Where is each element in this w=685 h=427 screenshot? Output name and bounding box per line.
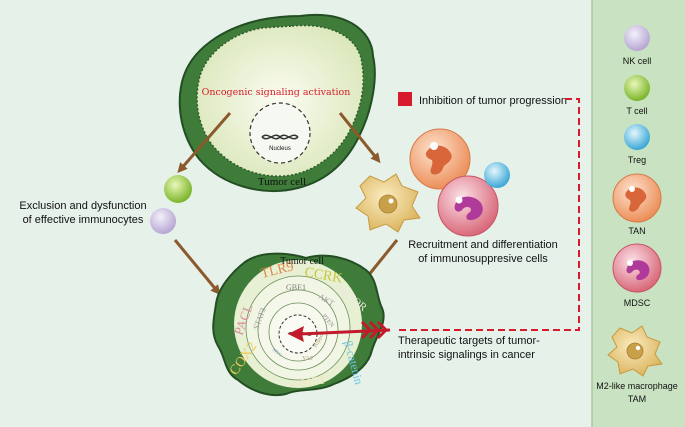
arrow-immunocytes-to-tumor [173, 239, 221, 296]
recruitment-label-line1: Recruitment and differentiation [408, 239, 558, 251]
inhibition-label: Inhibition of tumor progression [419, 95, 567, 107]
recruitment-label-line2: of immunosuppresive cells [418, 253, 548, 265]
ring-label-myc: MYC [271, 348, 283, 360]
exclusion-label-line1: Exclusion and dysfunction [19, 200, 146, 212]
therapeutic-label-line1: Therapeutic targets of tumor- [398, 335, 540, 347]
legend-treg-label: Treg [628, 155, 646, 165]
ring-label-cmet: c-MET [290, 372, 327, 391]
legend-mdsc-label: MDSC [624, 298, 651, 308]
arrow-to-suppressive [338, 112, 381, 164]
tumor-cell-top: Nucleus Oncogenic signaling activation T… [178, 13, 376, 192]
arrow-to-immunocytes [177, 112, 232, 174]
nucleus-label: Nucleus [269, 146, 291, 152]
dna-icon [261, 134, 299, 140]
mdsc-cell [437, 175, 499, 237]
tumor-cell-bottom: Tumor cell TLR9 CCRK mTOR PACL COX2 c-ME… [212, 252, 385, 396]
tam-cell [355, 173, 421, 233]
legend-nk-label: NK cell [623, 56, 652, 66]
legend-tam-label: M2-like macrophage [596, 381, 678, 391]
mdsc-icon [612, 243, 662, 293]
legend: NK cell T cell Treg TAN MDSC M2-like mac… [596, 25, 678, 404]
oncogenic-signaling-label: Oncogenic signaling activation [202, 87, 351, 98]
therapeutic-label-line2: intrinsic signalings in cancer [398, 349, 535, 361]
tan-cell [409, 128, 471, 190]
t-cell-icon [624, 75, 650, 101]
legend-t-label: T cell [626, 106, 647, 116]
nk-cell-icon [624, 25, 650, 51]
ring-label-yap: YAP [302, 356, 314, 362]
treg-icon [624, 124, 650, 150]
legend-tam-label2: TAM [628, 394, 646, 404]
nk-cell [150, 208, 176, 234]
tan-icon [612, 173, 662, 223]
ring-label-gbe1: GBE1 [286, 283, 306, 292]
therapeutic-arrow [288, 320, 391, 342]
t-cell [164, 175, 192, 203]
exclusion-label-line2: of effective immunocytes [23, 214, 144, 226]
legend-tan-label: TAN [628, 226, 645, 236]
tumor-cell-bottom-label: Tumor cell [280, 256, 324, 267]
inhibition-square-icon [398, 92, 412, 106]
ring-label-ccrk: CCRK [303, 265, 343, 286]
tumor-cell-top-label: Tumor cell [258, 176, 306, 188]
tam-icon [607, 325, 663, 377]
treg-cell [484, 162, 510, 188]
inhibition-dashed-line [398, 98, 580, 331]
nucleus [249, 102, 311, 164]
